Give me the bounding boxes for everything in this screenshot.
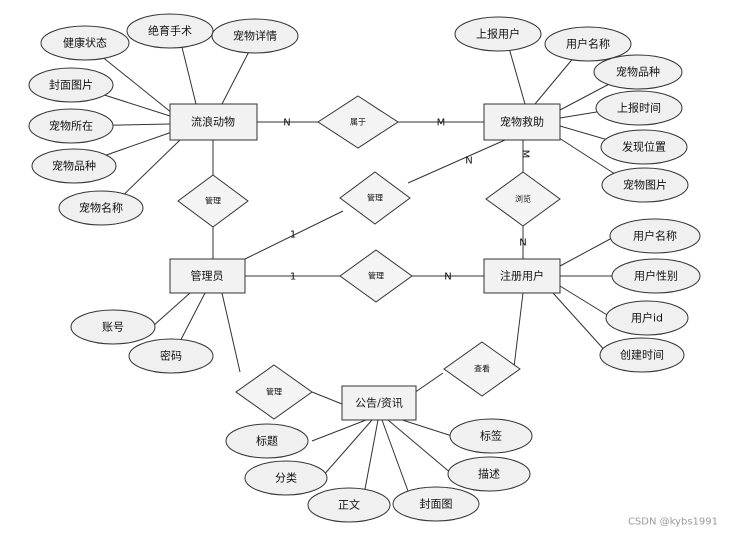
relation-manage-user: 管理 bbox=[339, 249, 413, 303]
svg-text:绝育手术: 绝育手术 bbox=[148, 24, 192, 38]
entity-notice: 公告/资讯 bbox=[341, 385, 417, 421]
relation-manage-notice: 管理 bbox=[235, 364, 313, 420]
attr-rescue-found-location: 发现位置 bbox=[600, 129, 688, 165]
attr-notice-category: 分类 bbox=[244, 460, 328, 496]
attr-notice-description: 描述 bbox=[447, 456, 531, 492]
attr-notice-cover: 封面图 bbox=[392, 486, 480, 522]
attr-rescue-breed: 宠物品种 bbox=[593, 54, 683, 90]
attr-notice-body: 正文 bbox=[307, 487, 391, 523]
card-browse-user: N bbox=[519, 238, 526, 249]
svg-text:管理: 管理 bbox=[368, 271, 384, 281]
svg-text:账号: 账号 bbox=[102, 321, 124, 334]
relation-view: 查看 bbox=[443, 341, 521, 397]
svg-text:宠物图片: 宠物图片 bbox=[623, 178, 667, 192]
svg-text:创建时间: 创建时间 bbox=[620, 348, 664, 362]
svg-text:用户名称: 用户名称 bbox=[633, 229, 677, 243]
svg-text:封面图: 封面图 bbox=[420, 497, 453, 511]
entity-stray-animal: 流浪动物 bbox=[169, 103, 258, 141]
attr-stray-cover: 封面图片 bbox=[28, 67, 114, 103]
svg-text:发现位置: 发现位置 bbox=[622, 140, 666, 154]
card-admin-rescue-one: 1 bbox=[290, 230, 296, 241]
svg-text:宠物品种: 宠物品种 bbox=[52, 159, 96, 173]
card-admin-user-many: N bbox=[444, 272, 451, 283]
card-admin-user-one: 1 bbox=[290, 272, 296, 283]
svg-text:用户性别: 用户性别 bbox=[634, 269, 678, 283]
svg-text:宠物名称: 宠物名称 bbox=[79, 201, 123, 215]
attr-stray-details: 宠物详情 bbox=[211, 18, 299, 54]
attr-admin-account: 账号 bbox=[70, 309, 156, 345]
watermark: CSDN @kybs1991 bbox=[628, 517, 718, 528]
entity-admin: 管理员 bbox=[169, 258, 246, 294]
card-belongs-right: M bbox=[437, 118, 446, 129]
svg-text:描述: 描述 bbox=[478, 467, 500, 481]
svg-text:标题: 标题 bbox=[256, 434, 278, 448]
svg-text:管理: 管理 bbox=[367, 193, 383, 203]
entity-registered-user: 注册用户 bbox=[483, 258, 561, 294]
svg-text:健康状态: 健康状态 bbox=[63, 36, 107, 50]
svg-text:密码: 密码 bbox=[160, 349, 182, 363]
svg-text:注册用户: 注册用户 bbox=[500, 269, 544, 283]
svg-text:分类: 分类 bbox=[275, 471, 297, 485]
relation-manage-rescue: 管理 bbox=[339, 171, 411, 225]
attr-stray-sterilization: 绝育手术 bbox=[126, 13, 214, 49]
attr-user-created-time: 创建时间 bbox=[599, 337, 685, 373]
attr-user-gender: 用户性别 bbox=[611, 258, 701, 294]
svg-text:封面图片: 封面图片 bbox=[49, 78, 93, 92]
relation-belongs: 属于 bbox=[317, 95, 399, 149]
svg-text:用户名称: 用户名称 bbox=[566, 37, 610, 51]
svg-text:用户id: 用户id bbox=[631, 311, 663, 325]
svg-text:宠物详情: 宠物详情 bbox=[233, 29, 277, 43]
attr-user-name: 用户名称 bbox=[609, 218, 701, 254]
attr-user-id: 用户id bbox=[605, 300, 689, 336]
attr-stray-name: 宠物名称 bbox=[58, 190, 144, 226]
svg-text:查看: 查看 bbox=[474, 364, 490, 374]
svg-text:浏览: 浏览 bbox=[515, 194, 531, 204]
relation-manage-stray: 管理 bbox=[177, 174, 249, 228]
card-belongs-left: N bbox=[283, 118, 290, 129]
card-admin-rescue-many: N bbox=[465, 156, 472, 167]
svg-text:流浪动物: 流浪动物 bbox=[191, 115, 235, 129]
attr-rescue-reporter: 上报用户 bbox=[454, 16, 542, 52]
attr-rescue-image: 宠物图片 bbox=[601, 167, 689, 203]
svg-text:宠物品种: 宠物品种 bbox=[616, 65, 660, 79]
attr-admin-password: 密码 bbox=[128, 338, 214, 374]
attr-stray-health: 健康状态 bbox=[40, 25, 130, 61]
attr-stray-location: 宠物所在 bbox=[28, 108, 114, 144]
svg-text:管理员: 管理员 bbox=[191, 269, 224, 283]
svg-text:上报时间: 上报时间 bbox=[617, 101, 661, 115]
svg-text:管理: 管理 bbox=[266, 387, 282, 397]
attr-notice-title: 标题 bbox=[225, 423, 309, 459]
svg-text:上报用户: 上报用户 bbox=[476, 27, 520, 41]
attr-rescue-report-time: 上报时间 bbox=[595, 90, 683, 126]
card-rescue-browse: M bbox=[520, 150, 531, 159]
relation-browse: 浏览 bbox=[485, 171, 561, 227]
attr-rescue-username: 用户名称 bbox=[544, 26, 632, 62]
svg-text:宠物救助: 宠物救助 bbox=[500, 115, 544, 129]
entity-pet-rescue: 宠物救助 bbox=[483, 103, 561, 141]
svg-text:管理: 管理 bbox=[205, 196, 221, 206]
attr-notice-tag: 标签 bbox=[449, 418, 533, 454]
svg-text:标签: 标签 bbox=[480, 429, 502, 443]
svg-text:属于: 属于 bbox=[350, 118, 366, 127]
attr-stray-breed: 宠物品种 bbox=[31, 148, 117, 184]
svg-text:公告/资讯: 公告/资讯 bbox=[355, 397, 403, 410]
svg-text:宠物所在: 宠物所在 bbox=[49, 119, 93, 133]
svg-text:正文: 正文 bbox=[338, 498, 360, 512]
